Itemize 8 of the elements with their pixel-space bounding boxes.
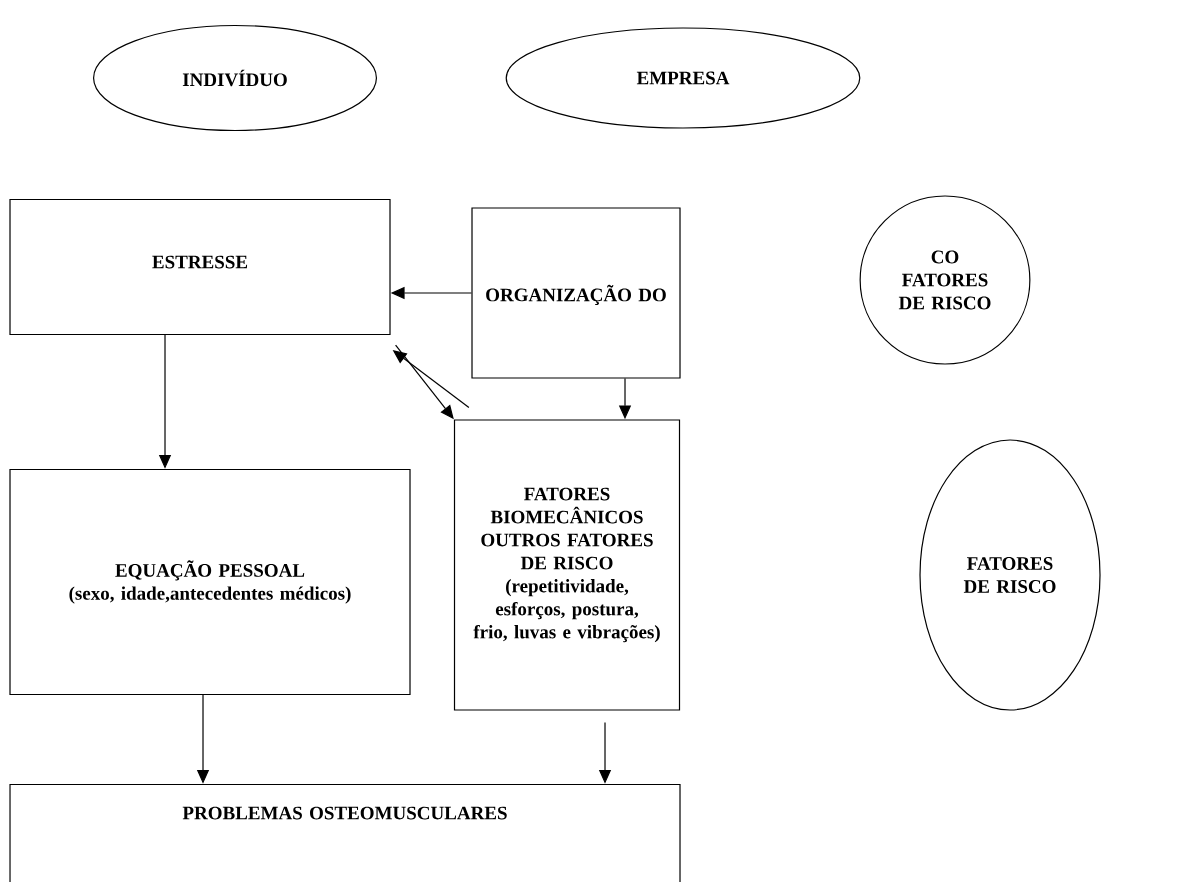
process-box: FATORES BIOMECÂNICOS OUTROS FATORES DE RISCO (repetitividade, esforços, postura, frio, luvas e vibrações)	[453, 419, 681, 711]
process-box: PROBLEMAS OSTEOMUSCULARES	[9, 783, 681, 882]
oval: INDIVÍDUO	[93, 24, 378, 132]
oval: EMPRESA	[505, 27, 861, 129]
process-box: EQUAÇÃO PESSOAL (sexo, idade,antecedentes médicos)	[9, 468, 411, 696]
oval: FATORES DE RISCO	[919, 439, 1101, 711]
process-box: ESTRESSE	[9, 198, 391, 336]
process-box: ORGANIZAÇÃO DO	[471, 207, 681, 379]
